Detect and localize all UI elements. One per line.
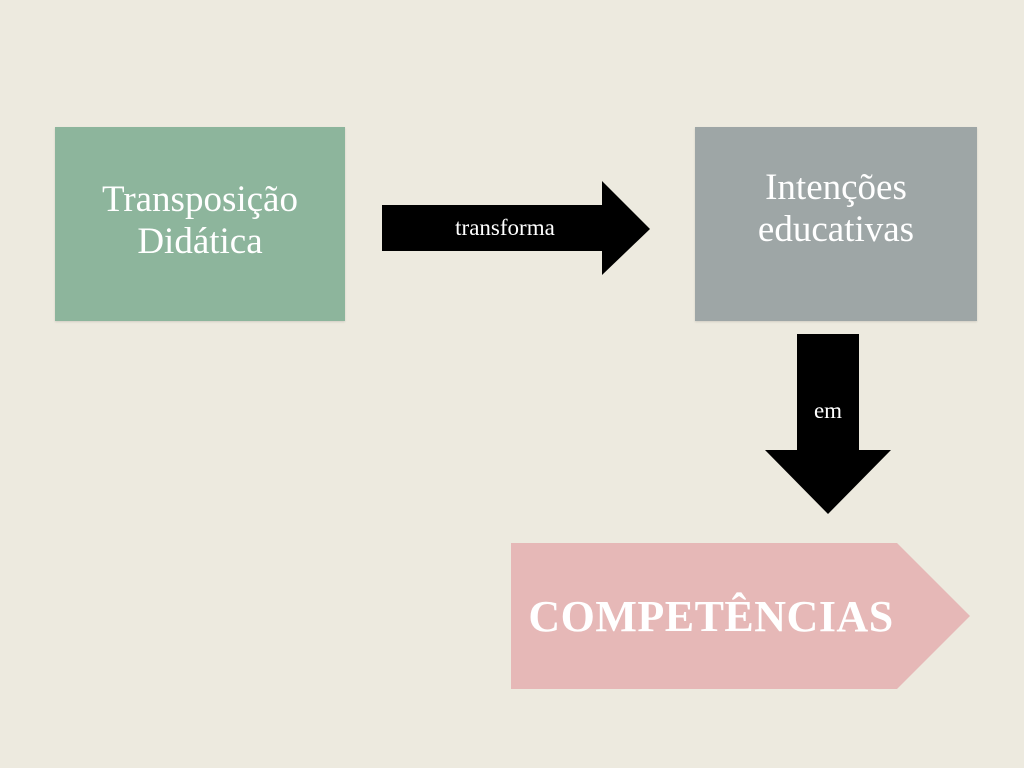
intencoes-educativas-label: Intenções educativas bbox=[757, 167, 915, 250]
competencias-label: COMPETÊNCIAS bbox=[528, 591, 894, 641]
em-arrow bbox=[765, 334, 891, 514]
em-label: em bbox=[813, 398, 843, 423]
competencias-chevron-shape bbox=[511, 543, 970, 689]
intencoes-educativas-box: Intenções educativas bbox=[695, 127, 977, 321]
transforma-arrow bbox=[382, 181, 650, 275]
transposicao-didatica-box: Transposição Didática bbox=[55, 127, 345, 321]
transforma-arrow-shape bbox=[382, 181, 650, 275]
em-arrow-shape bbox=[765, 334, 891, 514]
competencias-chevron bbox=[511, 543, 970, 689]
transforma-label: transforma bbox=[455, 215, 555, 240]
transposicao-didatica-label: Transposição Didática bbox=[102, 179, 298, 262]
